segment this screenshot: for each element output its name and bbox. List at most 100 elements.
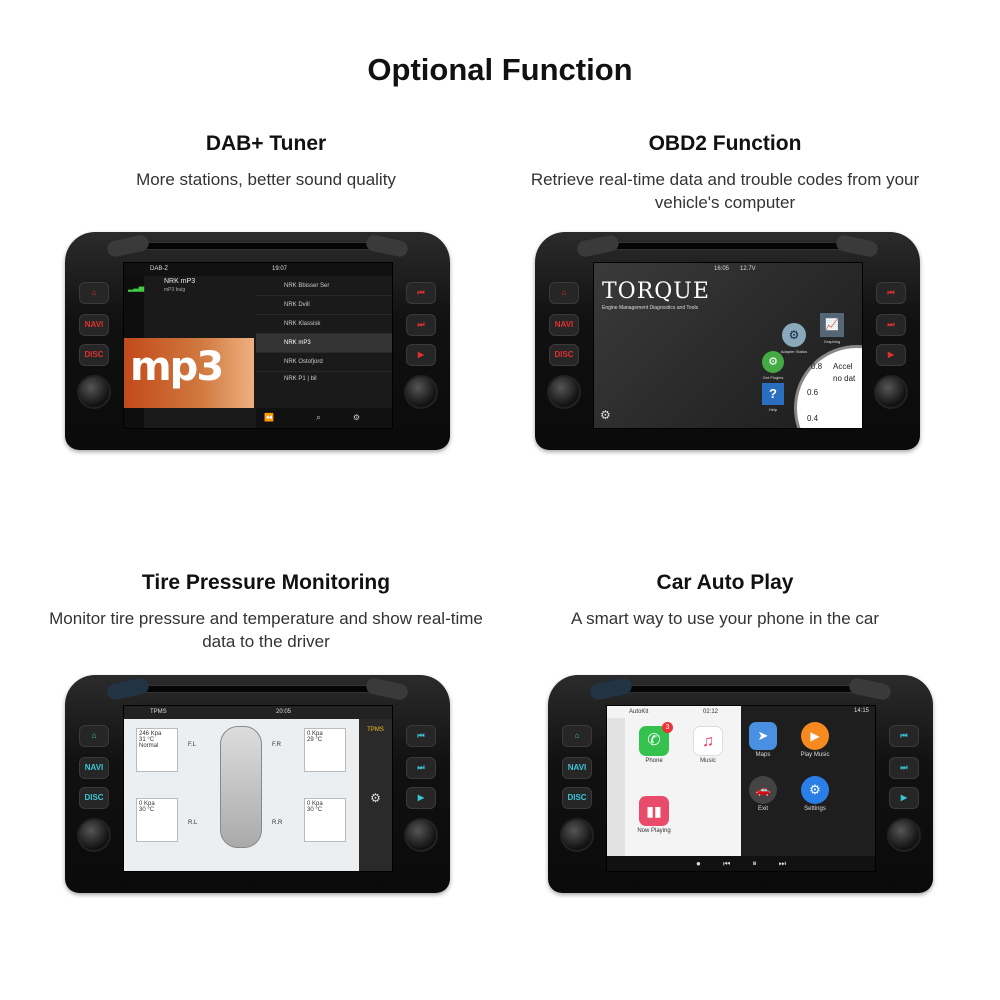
tune-knob[interactable] — [874, 375, 908, 409]
feature-title: OBD2 Function — [648, 132, 802, 155]
tire-rl-panel: 0 Kpa 30 °C — [136, 798, 178, 842]
temp-unit: °C — [315, 807, 323, 813]
navi-button[interactable]: NAVI — [79, 314, 109, 336]
disc-button[interactable]: DISC — [79, 787, 109, 809]
tpms-side-label: TPMS — [367, 727, 384, 733]
settings-icon[interactable]: ⚙ — [801, 776, 829, 804]
tire-status: Normal — [139, 743, 159, 749]
exit-car-icon[interactable]: 🚗 — [749, 776, 777, 804]
volume-knob[interactable] — [547, 375, 581, 409]
status-bar: TPMS 20:05 — [124, 706, 392, 719]
plugins-icon[interactable]: ⚙ — [762, 351, 784, 373]
tire-fr-panel: 0 Kpa 29 °C — [304, 728, 346, 772]
next-icon[interactable]: ⏭ — [778, 859, 786, 868]
footer-station: NRK P1 | bil — [284, 376, 317, 382]
settings-icon[interactable]: ⚙ — [370, 791, 381, 805]
mp3-logo: mp3 — [130, 344, 224, 390]
rewind-icon[interactable]: ⏪ — [264, 413, 274, 422]
tune-knob[interactable] — [404, 375, 438, 409]
home-button[interactable]: ⌂ — [549, 282, 579, 304]
prev-button[interactable]: ⏮ — [889, 725, 919, 747]
search-icon[interactable]: ⌕ — [316, 413, 321, 422]
tpms-side-rail: TPMS ⚙ — [359, 719, 392, 871]
home-button[interactable]: ⌂ — [562, 725, 592, 747]
station-item[interactable]: NRK Klassisk — [256, 315, 392, 334]
pause-icon[interactable]: ⏸ — [752, 859, 757, 868]
clock: 14:15 — [853, 708, 869, 714]
tune-knob[interactable] — [887, 818, 921, 852]
home-button[interactable]: ⌂ — [79, 282, 109, 304]
volume-knob[interactable] — [77, 375, 111, 409]
phone-badge: 3 — [662, 722, 673, 733]
next-button[interactable]: ⏭ — [876, 314, 906, 336]
screen-header: TPMS — [150, 709, 167, 715]
accel-gauge: 0.8 0.6 0.4 Accel no dat — [794, 345, 862, 428]
station-list: NRK Bbisser Ser NRK Dvill NRK Klassisk N… — [256, 277, 392, 407]
station-item-active[interactable]: NRK mP3 — [256, 334, 392, 353]
home-button[interactable]: ⌂ — [79, 725, 109, 747]
feature-dab: DAB+ Tuner More stations, better sound q… — [46, 132, 486, 191]
prev-button[interactable]: ⏮ — [876, 282, 906, 304]
next-button[interactable]: ⏭ — [406, 757, 436, 779]
settings-icon[interactable]: ⚙ — [600, 408, 611, 422]
gauge-tick: 0.6 — [807, 388, 819, 397]
gauge-tick: 0.4 — [807, 414, 819, 423]
tire-fl-label: F.L — [188, 742, 197, 748]
help-icon[interactable]: ? — [762, 383, 784, 405]
music-app-icon[interactable]: ♫ — [693, 726, 723, 756]
play-button[interactable]: ▶ — [406, 344, 436, 366]
tune-knob[interactable] — [404, 818, 438, 852]
voltage: 12.7V — [740, 266, 756, 272]
maps-app-icon[interactable]: ➤ — [749, 722, 777, 750]
prev-button[interactable]: ⏮ — [406, 282, 436, 304]
play-button[interactable]: ▶ — [406, 787, 436, 809]
navi-button[interactable]: NAVI — [562, 757, 592, 779]
disc-slot — [628, 685, 855, 693]
tire-pressure: 0 — [307, 801, 311, 807]
tire-fl-panel: 246 Kpa 31 °C Normal — [136, 728, 178, 772]
tire-rl-label: R.L — [188, 820, 198, 826]
home-dot-icon[interactable]: ● — [696, 859, 701, 868]
next-button[interactable]: ⏭ — [889, 757, 919, 779]
volume-knob[interactable] — [77, 818, 111, 852]
prev-button[interactable]: ⏮ — [406, 725, 436, 747]
app-label: Maps — [755, 752, 771, 758]
app-label: Settings — [804, 806, 826, 812]
play-button[interactable]: ▶ — [889, 787, 919, 809]
next-button[interactable]: ⏭ — [406, 314, 436, 336]
tire-pressure: 246 — [139, 731, 150, 737]
tire-fr-label: F.R — [272, 742, 281, 748]
temp-unit: °C — [147, 737, 155, 743]
play-button[interactable]: ▶ — [876, 344, 906, 366]
media-controls-bar: ● ⏮ ⏸ ⏭ — [607, 856, 875, 871]
gauge-label: Accel — [833, 362, 853, 371]
feature-description: Retrieve real-time data and trouble code… — [530, 170, 920, 212]
adapter-status-icon[interactable]: ⚙ — [782, 323, 806, 347]
car-top-view-icon — [220, 726, 262, 848]
disc-button[interactable]: DISC — [562, 787, 592, 809]
tire-temp: 30 — [307, 807, 314, 813]
station-item[interactable]: NRK Dvill — [256, 296, 392, 315]
graphing-icon[interactable]: 📈 — [820, 313, 844, 337]
clock: 20:05 — [276, 709, 292, 715]
torque-logo: TORQUE — [602, 279, 710, 304]
feature-carplay: Car Auto Play A smart way to use your ph… — [505, 571, 945, 630]
station-item[interactable]: NRK Bbisser Ser — [256, 277, 392, 296]
navi-button[interactable]: NAVI — [549, 314, 579, 336]
feature-description: Monitor tire pressure and temperature an… — [49, 609, 483, 651]
now-playing-app-icon[interactable]: ▮▮ — [639, 796, 669, 826]
screen-obd2: 16:05 12.7V TORQUE Engine Management Dia… — [593, 262, 863, 429]
navi-button[interactable]: NAVI — [79, 757, 109, 779]
disc-button[interactable]: DISC — [79, 344, 109, 366]
previous-icon[interactable]: ⏮ — [723, 859, 731, 868]
gauge-status: no dat — [833, 374, 856, 383]
screen-tpms: TPMS 20:05 TPMS ⚙ 246 Kpa 31 °C Normal 0… — [123, 705, 393, 872]
volume-knob[interactable] — [560, 818, 594, 852]
settings-icon[interactable]: ⚙ — [352, 413, 361, 422]
phone-app-icon[interactable]: ✆ 3 — [639, 722, 673, 756]
station-item[interactable]: NRK Ostofjord — [256, 353, 392, 372]
app-label: Music — [700, 758, 716, 764]
disc-button[interactable]: DISC — [549, 344, 579, 366]
tire-rr-label: R.R — [272, 820, 283, 826]
play-music-app-icon[interactable]: ▶ — [801, 722, 829, 750]
